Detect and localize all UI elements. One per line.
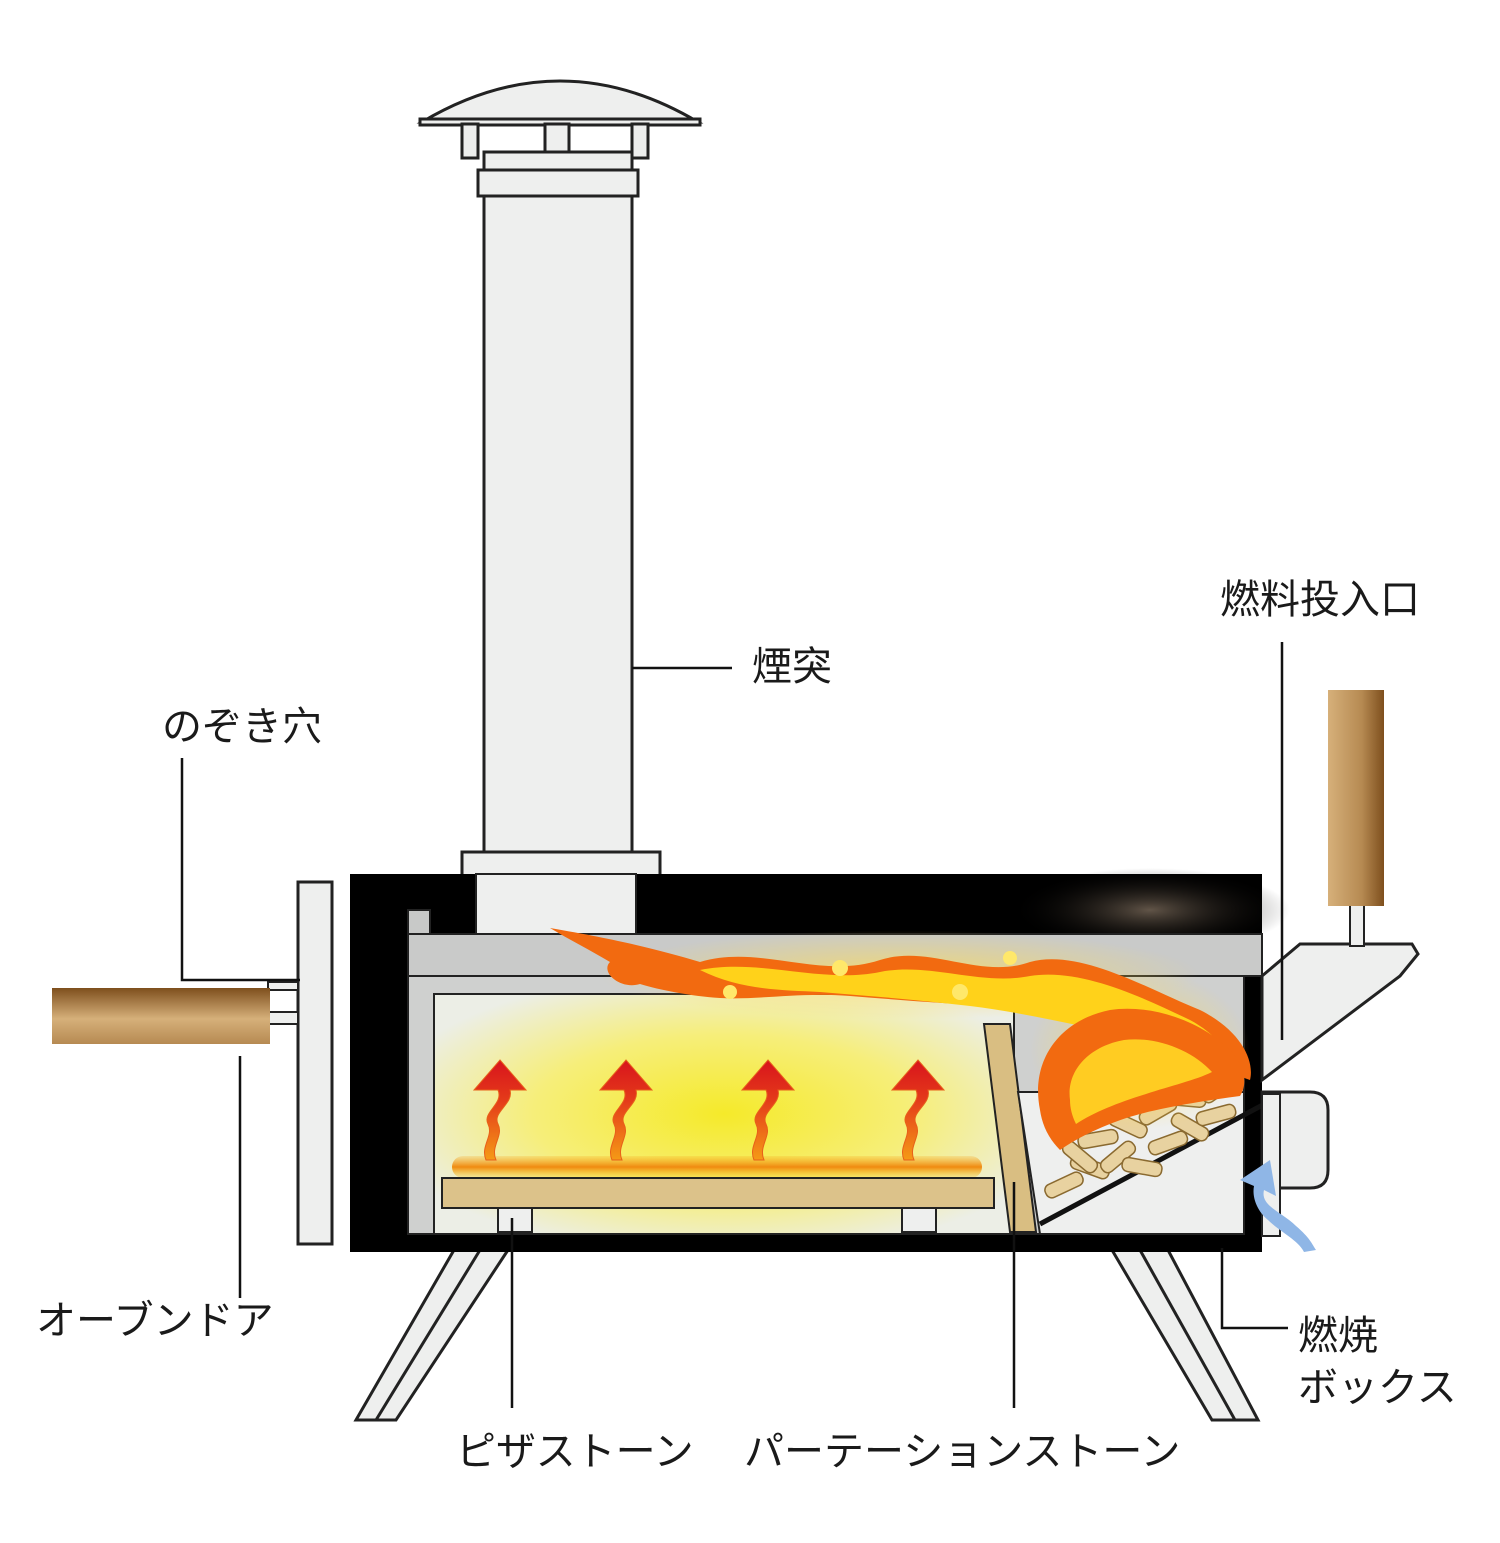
chimney-flange (476, 168, 640, 198)
oven-door-handle (52, 988, 270, 1044)
right-leg (1109, 1248, 1261, 1422)
legs (353, 1248, 1261, 1422)
chimney-cap-dome (416, 79, 704, 124)
flame-tongue (550, 928, 1251, 1080)
label-oven-door: オーブンドア (36, 1298, 274, 1344)
heat-arrow (740, 1059, 796, 1161)
stone-support (901, 1207, 937, 1233)
chimney-cap-post (460, 122, 480, 160)
fuel-inlet-handle (1328, 690, 1384, 906)
flame-spark (952, 984, 968, 1000)
fuel-inlet-chute (1260, 942, 1420, 1084)
flame-spark (723, 985, 737, 999)
air-intake-arrow (1240, 1160, 1316, 1252)
smoke-glow (1010, 868, 1290, 952)
flame-lower-inner (1069, 1039, 1212, 1124)
oven-door (52, 880, 334, 1246)
combustion-box-panel (1261, 1093, 1281, 1237)
chimney-base-ring (460, 850, 662, 878)
leader-combustion-box (1220, 1248, 1288, 1330)
chimney-cap-post (630, 122, 650, 160)
left-leg (353, 1248, 511, 1422)
heat-arrow (598, 1059, 654, 1161)
chimney (416, 79, 704, 878)
flames (550, 928, 1251, 1150)
label-combustion-box-line2: ボックス (1298, 1365, 1457, 1411)
flame-inner (700, 966, 1229, 1070)
leader-lines (180, 642, 1288, 1408)
fuel-inlet-stem (1349, 903, 1365, 947)
label-fuel-inlet: 燃料投入口 (1220, 577, 1420, 623)
pizza-stone (441, 1177, 995, 1209)
flame-spark (1003, 951, 1017, 965)
peephole-tube (267, 981, 299, 991)
leader-peephole (180, 758, 300, 982)
oven-door-panel (296, 880, 334, 1246)
heat-ember-glow (452, 1156, 982, 1178)
partition-stone (982, 1023, 1038, 1233)
label-peephole: のぞき穴 (162, 704, 322, 750)
heat-arrow (890, 1059, 946, 1161)
oven-door-rod (267, 1011, 299, 1025)
combustion-box-housing (1260, 1090, 1330, 1237)
chimney-pipe (482, 194, 634, 854)
heat-arrow (472, 1059, 528, 1161)
label-combustion-box: 燃焼 ボックス (1298, 1310, 1457, 1414)
label-partition-stone: パーテーションストーン (744, 1429, 1181, 1475)
heat-arrows (472, 1059, 946, 1161)
stone-support (497, 1207, 533, 1233)
label-pizza-stone: ピザストーン (456, 1429, 694, 1475)
label-combustion-box-line1: 燃焼 (1298, 1313, 1378, 1359)
fuel-inlet (1260, 690, 1420, 1084)
chimney-throat (475, 873, 637, 937)
flame-spark (832, 960, 848, 976)
label-chimney: 煙突 (752, 644, 832, 690)
